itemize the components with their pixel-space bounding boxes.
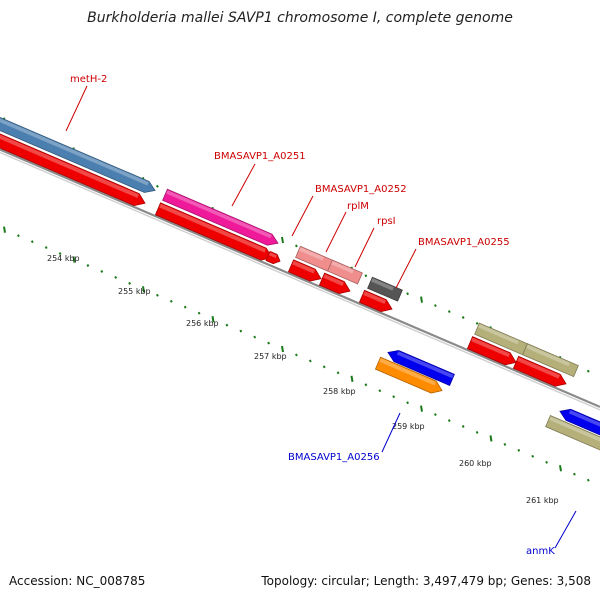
tick-label: 258 kbp	[323, 387, 356, 396]
tick-label: 260 kbp	[459, 459, 492, 468]
tick-row-reverse	[3, 226, 590, 482]
cds-arrow-5	[318, 272, 351, 294]
tick-label: 256 kbp	[186, 319, 219, 328]
cds-arrow-3	[265, 250, 281, 265]
gene-label: rplM	[347, 201, 369, 212]
tick-label: 255 kbp	[118, 287, 151, 296]
label-leader-line	[381, 412, 401, 453]
map-title: Burkholderia mallei SAVP1 chromosome I, …	[87, 10, 513, 26]
gene-label: metH-2	[70, 74, 107, 85]
cds-arrow-1	[0, 130, 146, 207]
gene-rplM	[327, 259, 363, 285]
gene-label: BMASAVP1_A0255	[418, 237, 510, 248]
gene-label: BMASAVP1_A0251	[214, 151, 306, 162]
tick-label: 259 kbp	[392, 422, 425, 431]
gene-label: BMASAVP1_A0252	[315, 184, 407, 195]
gene-label: anmK	[526, 546, 555, 557]
label-leader-line	[554, 510, 577, 549]
gene-anmK	[545, 415, 600, 454]
label-leader-line	[291, 195, 314, 237]
tick-label: 257 kbp	[254, 352, 287, 361]
cds-arrow-8	[512, 355, 567, 387]
label-leader-line	[325, 211, 347, 253]
label-leader-line	[395, 248, 417, 289]
gene-label: rpsI	[377, 216, 396, 227]
tick-label: 261 kbp	[526, 496, 559, 505]
accession-text: Accession: NC_008785	[9, 574, 146, 588]
gene-reverse-blue-2	[559, 408, 600, 439]
cds-arrow-4	[287, 259, 322, 282]
gene-metH-2	[0, 113, 156, 193]
label-leader-line	[65, 85, 88, 132]
backbone-line-shadow	[0, 151, 600, 411]
gene-reverse-blue-1	[387, 350, 455, 386]
backbone-line	[0, 148, 600, 408]
tick-label: 254 kbp	[47, 254, 80, 263]
cds-arrow-6	[358, 289, 393, 313]
gene-unlabeled-2	[522, 343, 579, 378]
gene-BMASAVP1_A0256	[374, 356, 443, 394]
gene-BMASAVP1_A0251	[162, 188, 279, 246]
gene-label: BMASAVP1_A0256	[288, 452, 380, 463]
label-leader-line	[231, 163, 256, 207]
label-leader-line	[354, 227, 375, 268]
cds-arrow-7	[466, 336, 517, 366]
gene-BMASAVP1_A0255	[367, 276, 403, 302]
genome-summary-text: Topology: circular; Length: 3,497,479 bp…	[261, 574, 591, 588]
